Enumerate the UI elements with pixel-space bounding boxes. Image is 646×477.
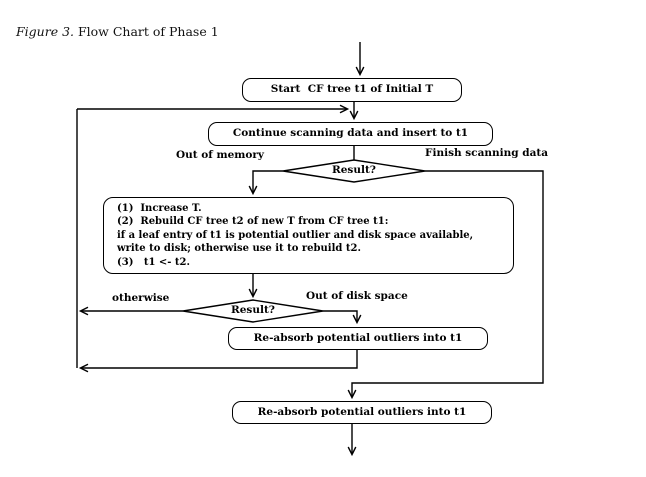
figure-caption-number: Figure 3. [16,24,74,39]
rebuild-step-1: (1) Increase T. [117,202,202,214]
node-reabsorb-1: Re-absorb potential outliers into t1 [228,327,488,350]
rebuild-step-2-cont: if a leaf entry of t1 is potential outli… [117,229,474,241]
rebuild-step-3: (3) t1 <- t2. [117,256,190,268]
node-start: Start CF tree t1 of Initial T [242,78,462,102]
label-otherwise: otherwise [112,292,170,304]
node-rebuild-steps: (1) Increase T. (2) Rebuild CF tree t2 o… [103,197,514,274]
node-reabsorb-2: Re-absorb potential outliers into t1 [232,401,492,424]
node-continue-scanning: Continue scanning data and insert to t1 [208,122,493,146]
figure-caption-title: Flow Chart of Phase 1 [74,24,219,39]
figure-caption: Figure 3. Flow Chart of Phase 1 [16,24,219,39]
decision1-label: Result? [332,164,376,176]
edge-reabsorb1-loop [78,350,358,373]
edge-finish-scanning [347,170,544,400]
edge-out-of-memory [248,170,283,196]
decision2-diamond [182,299,324,323]
decision1-diamond [282,159,426,183]
decision2-label: Result? [231,304,275,316]
rebuild-step-2: (2) Rebuild CF tree t2 of new T from CF … [117,216,389,228]
label-out-of-disk-space: Out of disk space [306,290,408,302]
label-out-of-memory: Out of memory [176,149,264,161]
rebuild-step-2-cont2: write to disk; otherwise use it to rebui… [117,243,361,255]
label-finish-scanning-data: Finish scanning data [425,147,549,159]
edge-out-of-disk [323,310,362,325]
